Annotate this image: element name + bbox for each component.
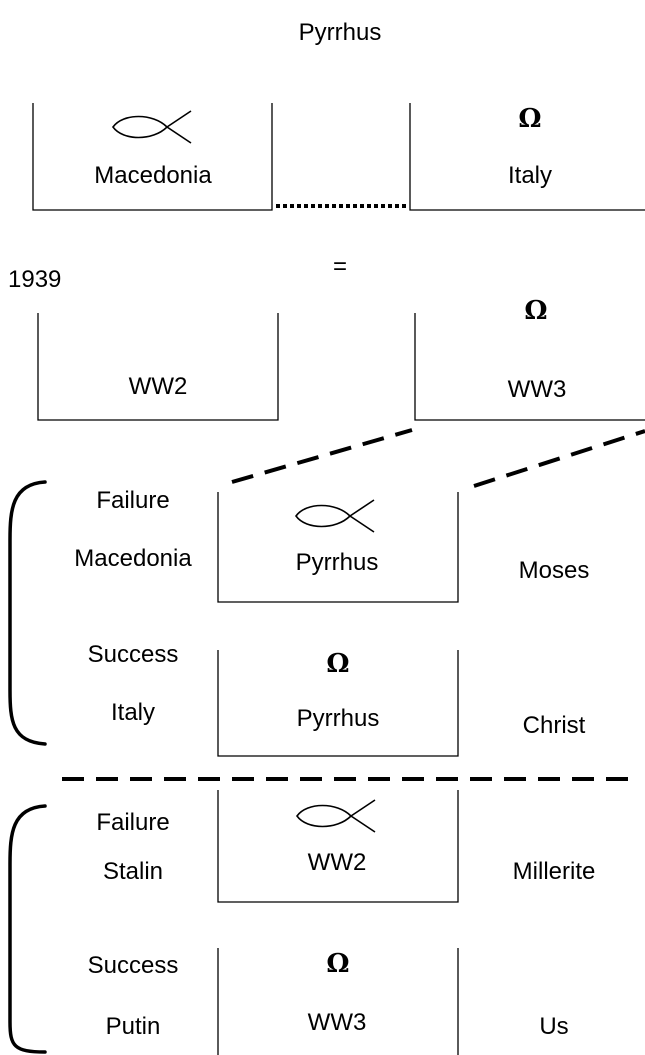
perspective-line-left [231,428,413,484]
section2-failure-right: Millerite [513,858,596,885]
ww3-label: WW3 [508,376,567,403]
macedonia-box [32,103,273,211]
macedonia-label: Macedonia [94,162,212,189]
perspective-line-right [473,429,645,488]
section1-failure-label: Failure [96,487,169,514]
section1-bracket [8,480,47,746]
section2-success-right: Us [539,1013,568,1040]
omega-icon: Ω [524,296,547,326]
ww2-box [37,313,279,421]
section2-bracket [8,804,47,1054]
ww2-label: WW2 [129,373,188,400]
section1-success-name: Italy [111,699,155,726]
fish-icon [295,499,375,533]
section1-failure-right: Moses [519,557,590,584]
ww3-box [414,313,645,421]
section2-failure-box [217,790,459,903]
section2-failure-label: Failure [96,809,169,836]
omega-icon: Ω [326,649,349,679]
section2-failure-box-label: WW2 [308,849,367,876]
section1-success-label: Success [88,641,179,668]
section1-success-box-label: Pyrrhus [297,705,380,732]
section1-success-right: Christ [523,712,586,739]
italy-box [409,103,645,211]
section2-failure-name: Stalin [103,858,163,885]
fish-icon [296,799,376,833]
section1-success-box [217,650,459,757]
section1-failure-name: Macedonia [74,545,192,572]
page-title: Pyrrhus [299,19,382,46]
section2-success-name: Putin [106,1013,161,1040]
omega-icon: Ω [518,104,541,134]
section1-failure-box [217,492,459,603]
section2-success-label: Success [88,952,179,979]
omega-icon: Ω [326,949,349,979]
equals-sign: = [333,253,347,280]
fish-icon [112,110,192,144]
italy-label: Italy [508,162,552,189]
section1-failure-box-label: Pyrrhus [296,549,379,576]
year-label: 1939 [8,266,61,293]
section2-success-box-label: WW3 [308,1009,367,1036]
